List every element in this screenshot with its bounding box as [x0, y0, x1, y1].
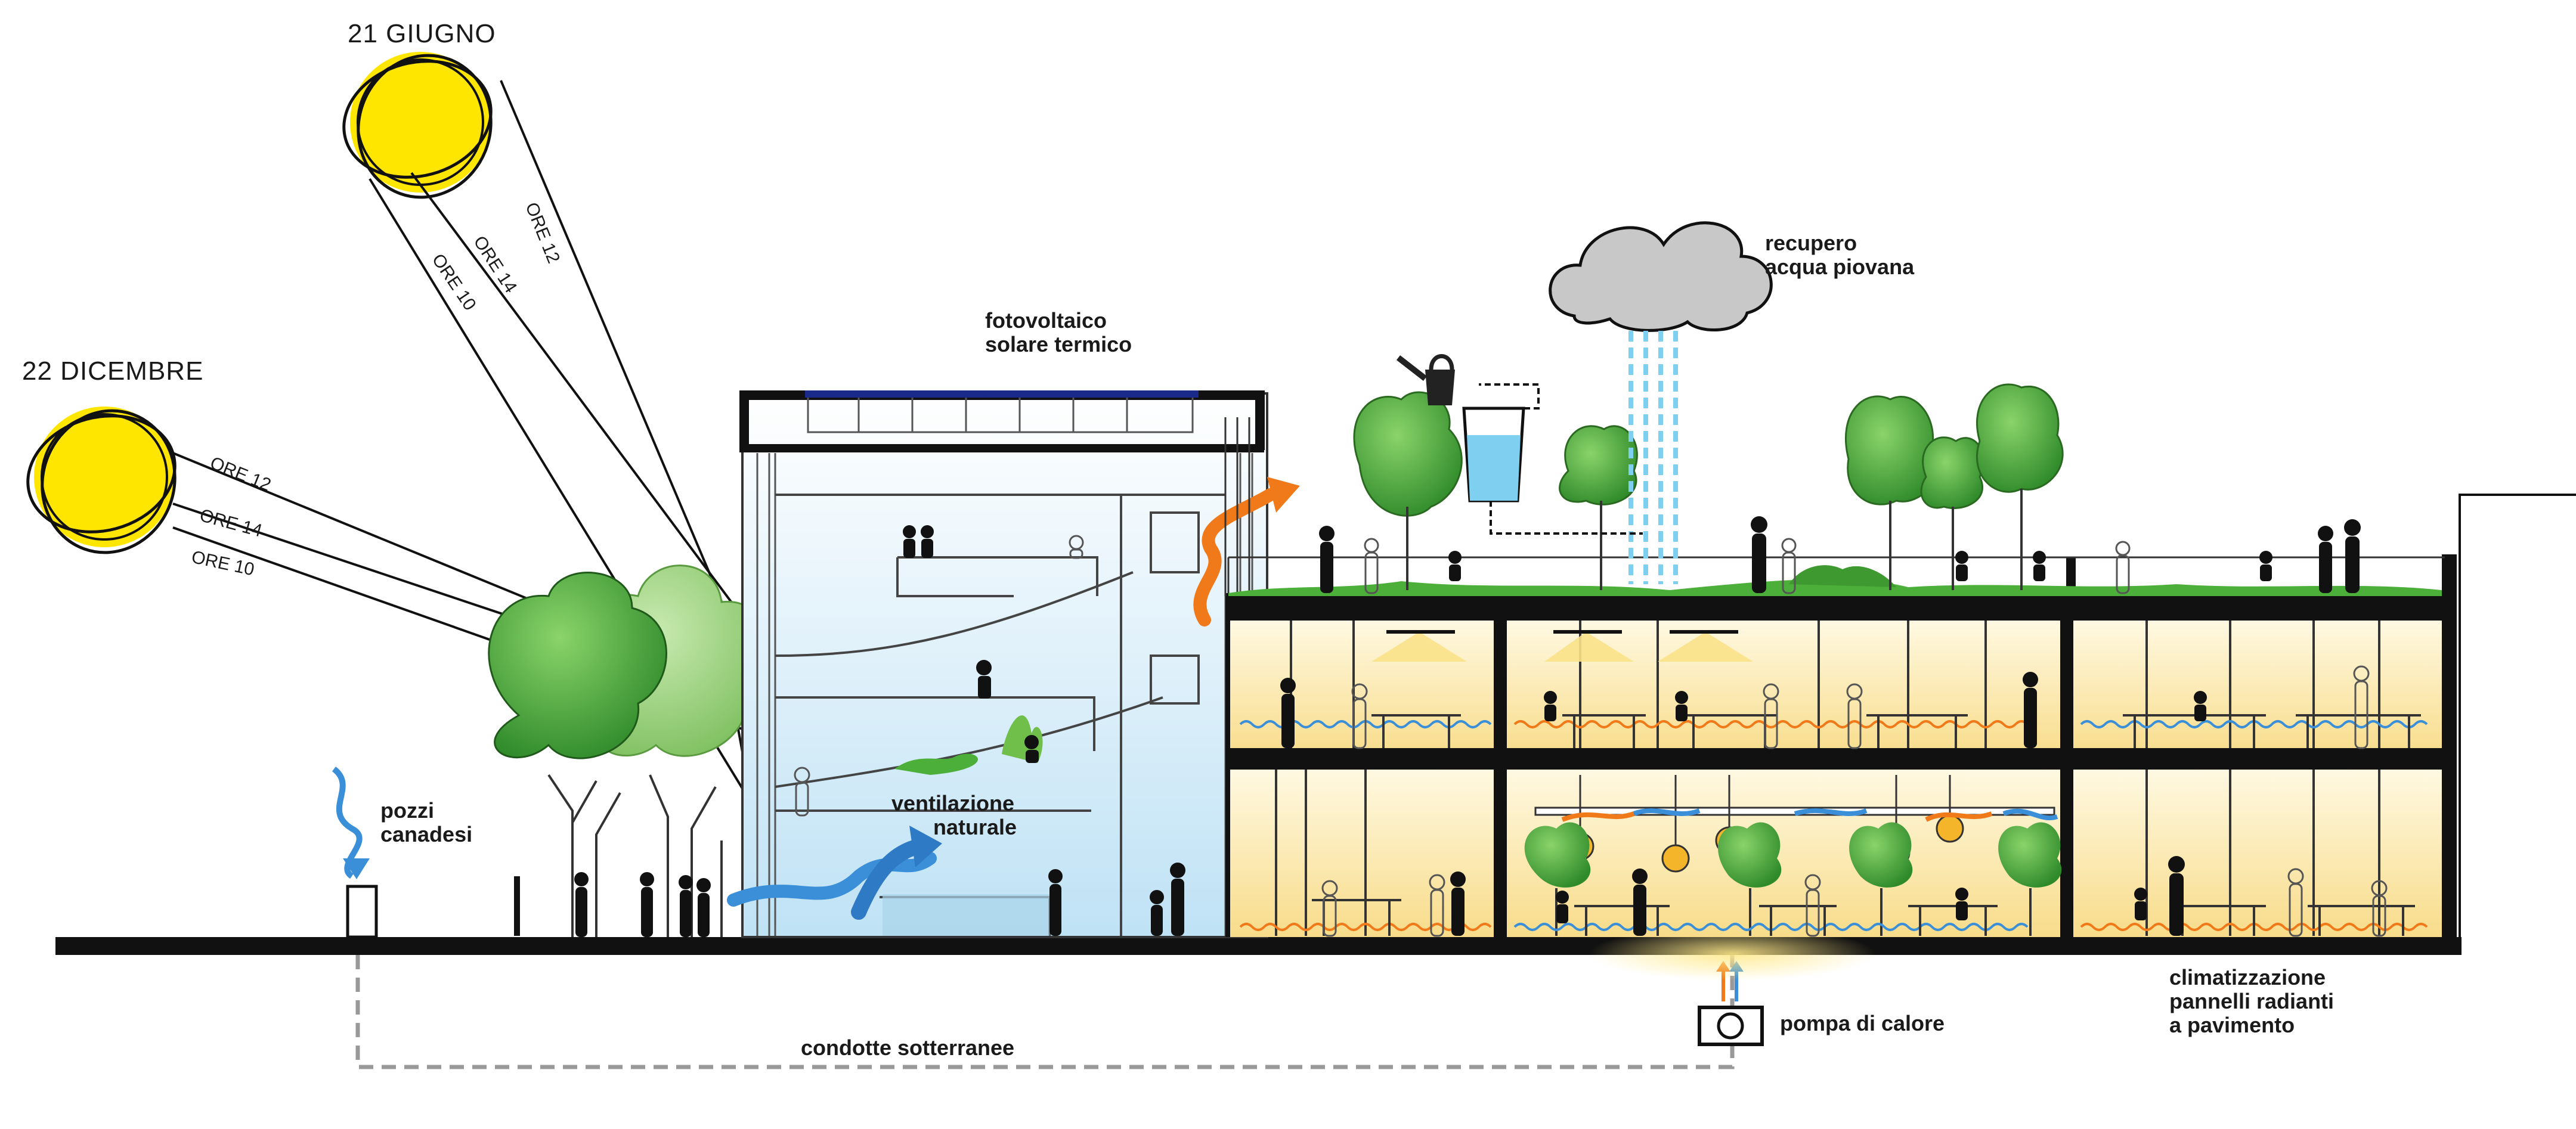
- pv-label-line2: solare termico: [985, 332, 1132, 356]
- underground-ducts-label: condotte sotterranee: [801, 1035, 1015, 1060]
- summer-solstice-label: 21 GIUGNO: [348, 19, 496, 48]
- air-flow-arrows: [1561, 808, 2058, 822]
- ventilation-label-line1: ventilazione: [891, 791, 1015, 815]
- floor-heating-label-line2: pannelli radianti: [2169, 989, 2334, 1013]
- rooftop-trees: [1353, 383, 2064, 590]
- atrium-block: [739, 390, 1268, 938]
- underground-duct: [355, 955, 1735, 1069]
- pv-label-line1: fotovoltaico: [985, 308, 1107, 333]
- indoor-trees: [1524, 822, 2062, 936]
- watering-can-icon: [1396, 354, 1455, 405]
- water-tank-icon: [1462, 383, 1643, 535]
- roof-terrace: [1224, 383, 2576, 937]
- rain-cloud-icon: [1549, 221, 1773, 332]
- winter-solstice-label: 22 DICEMBRE: [22, 356, 204, 386]
- left-trees: [488, 564, 770, 939]
- winter-sun-disc: [34, 407, 175, 547]
- rain-drops: [1628, 331, 1678, 584]
- ground-line: [55, 937, 2462, 955]
- hot-air-exhaust-arrow-icon: [1193, 477, 1300, 626]
- summer-sun-icon: [342, 52, 493, 199]
- people-silhouettes: [574, 516, 2361, 937]
- post: [514, 876, 520, 936]
- canadian-well-icon: [332, 767, 378, 939]
- people-outlines: [794, 535, 2388, 937]
- heat-pump-label: pompa di calore: [1780, 1011, 1945, 1035]
- natural-ventilation-arrow-icon: [727, 826, 942, 920]
- rainwater-label-line2: acqua piovana: [1765, 255, 1915, 279]
- ventilation-label-line2: naturale: [933, 815, 1017, 839]
- ceiling-lamps: [1371, 630, 1753, 662]
- office-block: [1225, 554, 2457, 937]
- floor-heating-label-line3: a pavimento: [2169, 1013, 2295, 1037]
- rainwater-label-line1: recupero: [1765, 231, 1857, 255]
- wells-label-line2: canadesi: [380, 822, 473, 846]
- wells-label-line1: pozzi: [380, 798, 434, 823]
- solar-panels-icon: [805, 390, 1199, 433]
- summer-sun-disc: [350, 52, 491, 193]
- floor-heat-glow: [1589, 927, 1875, 981]
- floor-heating-label-line1: climatizzazione: [2169, 965, 2326, 990]
- winter-sun-icon: [26, 407, 177, 554]
